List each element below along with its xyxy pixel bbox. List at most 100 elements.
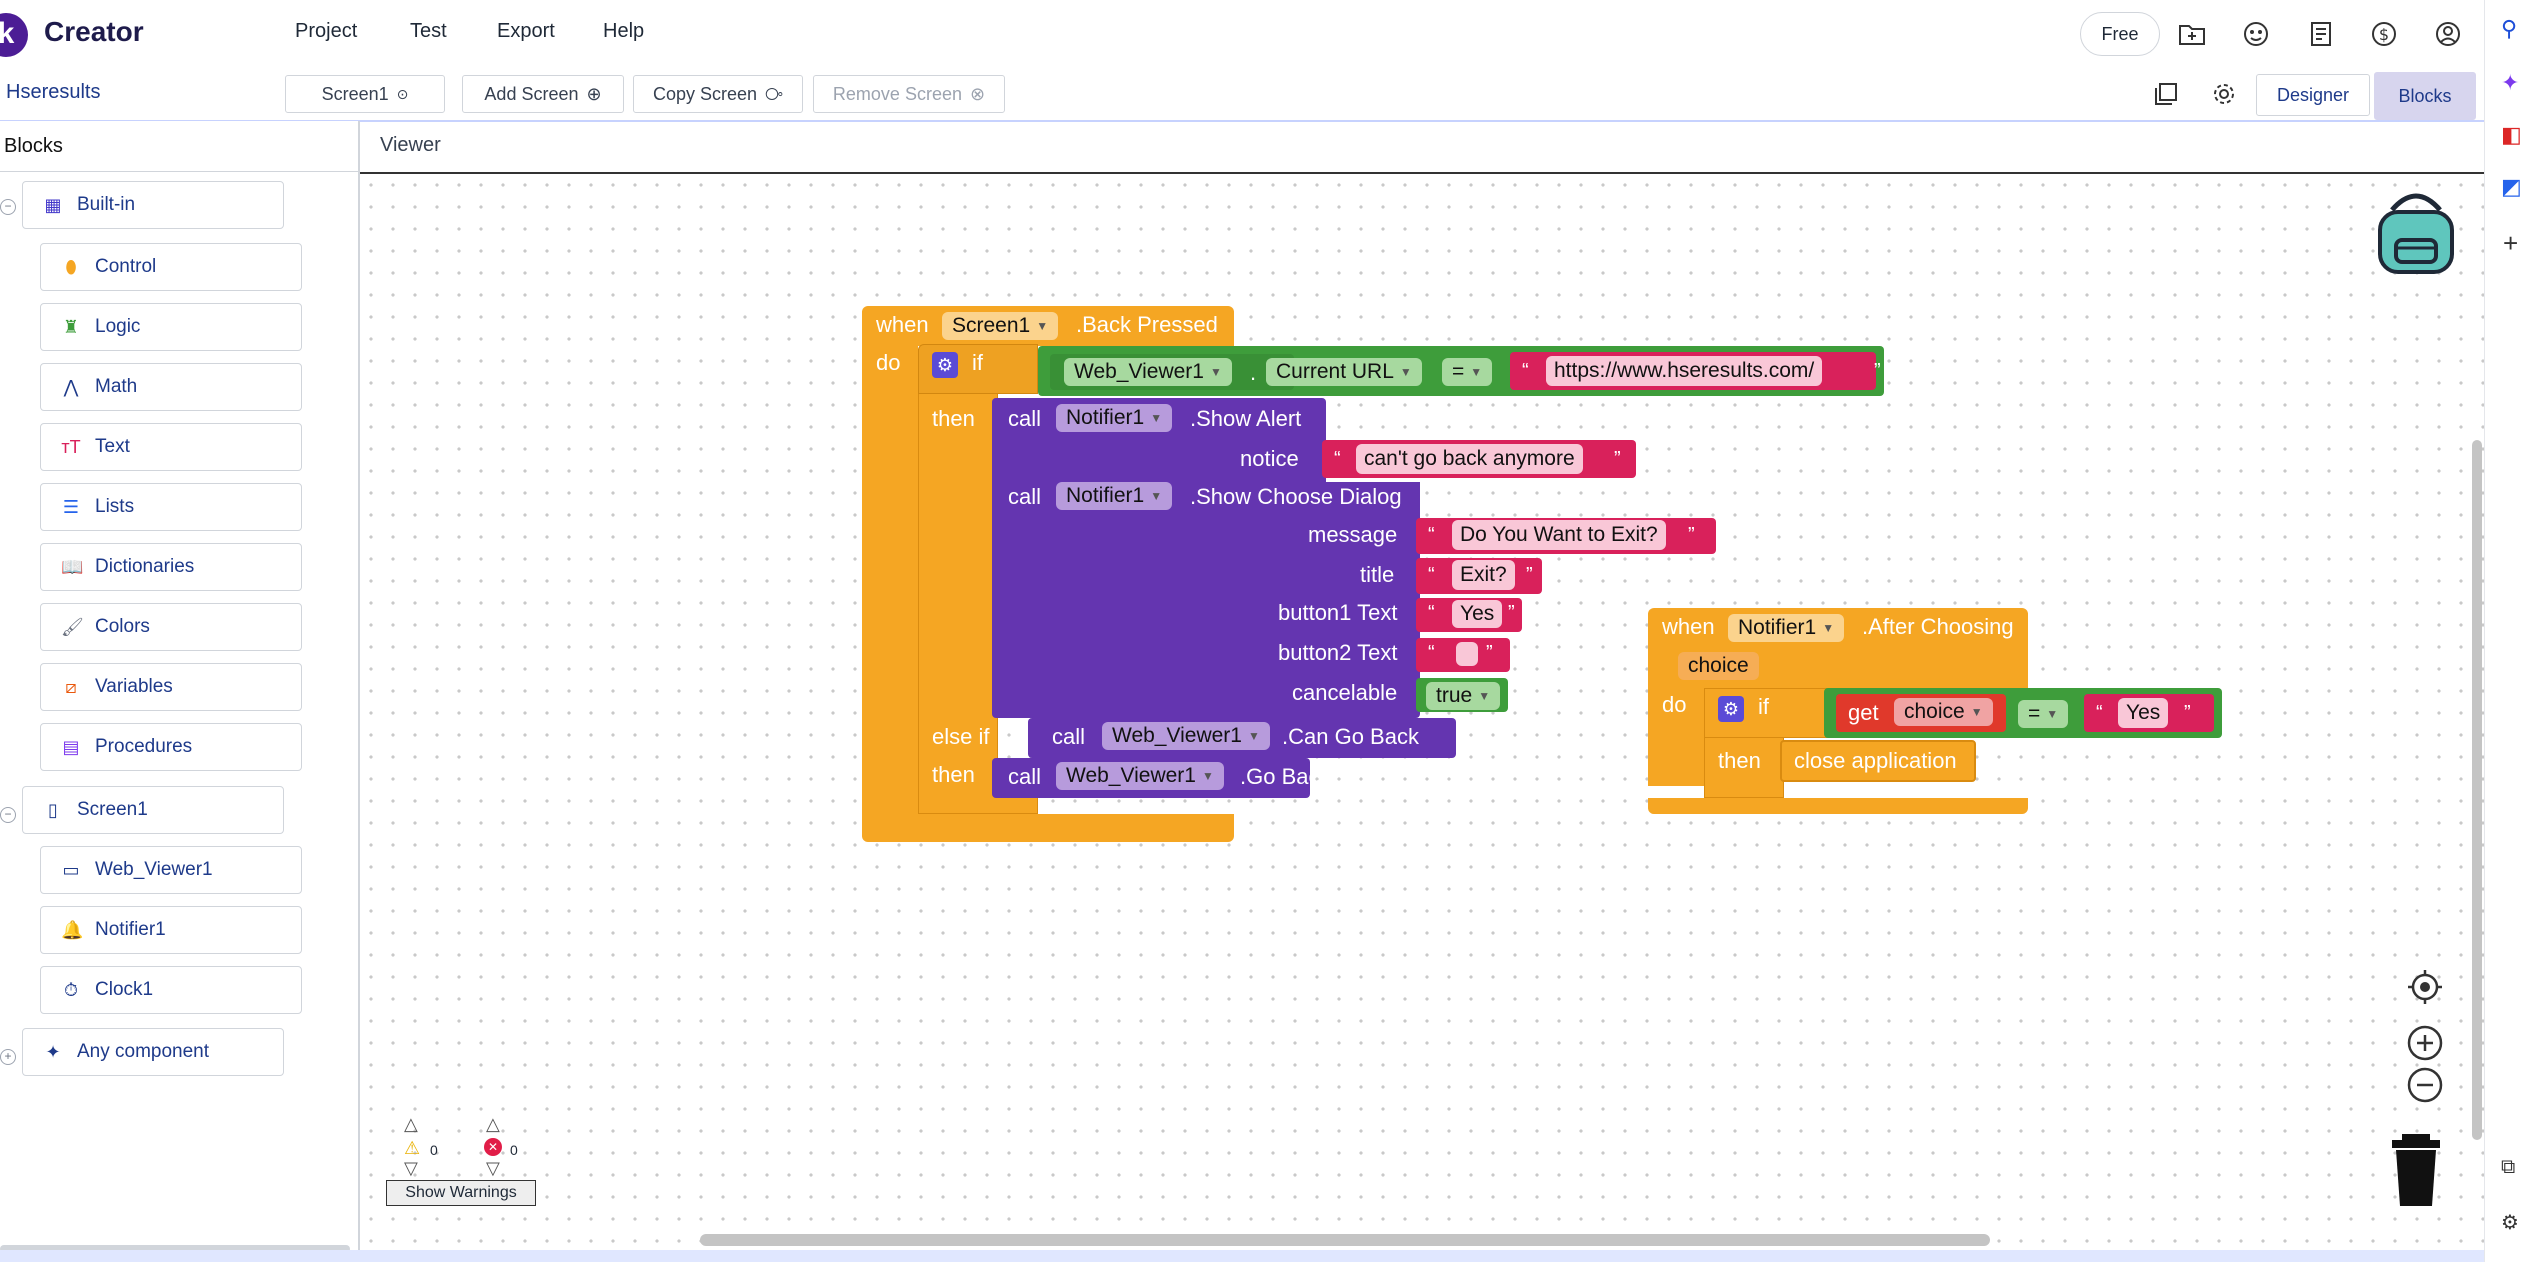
- tree-screen1[interactable]: ▯ Screen1: [22, 786, 284, 834]
- event-back-pressed-block[interactable]: when Screen1▼ .Back Pressed do ⚙ if Web_…: [862, 306, 1892, 842]
- category-variables[interactable]: ⧄ Variables: [40, 663, 302, 711]
- copilot-icon[interactable]: ✦: [2501, 70, 2520, 95]
- remove-screen-button[interactable]: Remove Screen ⊗: [813, 75, 1005, 113]
- gallery-export-icon[interactable]: [2148, 76, 2184, 112]
- message-string[interactable]: Do You Want to Exit?: [1452, 520, 1666, 550]
- title-string[interactable]: Exit?: [1452, 560, 1515, 590]
- choice-param[interactable]: choice: [1678, 652, 1759, 680]
- workspace-horizontal-scrollbar[interactable]: [700, 1234, 1990, 1246]
- menu-export[interactable]: Export: [497, 20, 555, 42]
- category-math[interactable]: ⋀ Math: [40, 363, 302, 411]
- split-view-icon[interactable]: ⧉: [2501, 1156, 2516, 1178]
- recenter-icon[interactable]: [2408, 970, 2442, 1004]
- tree-builtin[interactable]: ▦ Built-in: [22, 181, 284, 229]
- url-string[interactable]: https://www.hseresults.com/: [1546, 356, 1823, 386]
- choice-var-dropdown[interactable]: choice▼: [1894, 698, 1993, 726]
- settings-gear-icon[interactable]: [2206, 76, 2242, 112]
- trash-icon[interactable]: [2388, 1134, 2444, 1206]
- gallery-icon[interactable]: [2238, 16, 2274, 52]
- show-warnings-button[interactable]: Show Warnings: [386, 1180, 536, 1206]
- screen-dropdown[interactable]: Screen1▼: [942, 312, 1059, 340]
- button1-string[interactable]: Yes: [1452, 600, 1503, 628]
- if-label: if: [1758, 694, 1769, 719]
- copy-screen-label: Copy Screen: [652, 83, 758, 104]
- app-title[interactable]: Creator: [44, 16, 144, 47]
- compare-dropdown[interactable]: =▼: [1442, 358, 1493, 386]
- app-logo[interactable]: k: [0, 13, 28, 57]
- menu-project[interactable]: Project: [295, 20, 358, 42]
- category-lists[interactable]: ☰ Lists: [40, 483, 302, 531]
- gear-mutator-icon[interactable]: ⚙: [1718, 696, 1744, 722]
- add-screen-button[interactable]: Add Screen ⊕: [462, 75, 624, 113]
- error-up-icon[interactable]: △: [486, 1114, 500, 1134]
- go-back-label: .Go Back: [1240, 764, 1331, 789]
- blocks-button[interactable]: Blocks: [2374, 72, 2476, 120]
- notice-string[interactable]: can't go back anymore: [1356, 444, 1583, 474]
- compare-dropdown[interactable]: =▼: [2018, 700, 2069, 728]
- dollar-icon[interactable]: $: [2366, 16, 2402, 52]
- add-icon[interactable]: +: [2503, 228, 2519, 258]
- menu-help[interactable]: Help: [603, 20, 645, 42]
- designer-button[interactable]: Designer: [2256, 74, 2370, 116]
- component-notifier1[interactable]: 🔔 Notifier1: [40, 906, 302, 954]
- account-icon[interactable]: [2430, 16, 2466, 52]
- collapse-builtin-icon[interactable]: −: [0, 199, 16, 215]
- category-colors[interactable]: 🖌 Colors: [40, 603, 302, 651]
- notifier-dropdown[interactable]: Notifier1▼: [1056, 482, 1173, 510]
- webviewer-dropdown-label: Web_Viewer1: [1066, 764, 1196, 787]
- close-circle-icon: ⊗: [969, 83, 986, 104]
- tree-any-component-label: Any component: [77, 1041, 210, 1062]
- bell-icon: 🔔: [61, 919, 84, 940]
- compare-label: =: [1452, 360, 1465, 383]
- notifier-dropdown[interactable]: Notifier1▼: [1728, 614, 1845, 642]
- office-icon[interactable]: ◧: [2501, 122, 2522, 147]
- tree-builtin-label: Built-in: [77, 194, 136, 215]
- guide-icon[interactable]: [2302, 16, 2338, 52]
- category-procedures[interactable]: ▤ Procedures: [40, 723, 302, 771]
- settings-icon[interactable]: ⚙: [2501, 1212, 2519, 1234]
- yes-string[interactable]: Yes: [2118, 698, 2169, 728]
- tree-any-component[interactable]: ✦ Any component: [22, 1028, 284, 1076]
- collapse-any-icon[interactable]: +: [0, 1049, 16, 1065]
- close-quote: ”: [1526, 564, 1533, 586]
- warn-up-icon[interactable]: △: [404, 1114, 418, 1134]
- category-logic[interactable]: ♜ Logic: [40, 303, 302, 351]
- outlook-icon[interactable]: ◩: [2501, 174, 2522, 199]
- top-navbar: k Creator Project Test Export Help Free …: [0, 0, 2484, 69]
- menu-test[interactable]: Test: [410, 20, 447, 42]
- webviewer-dropdown[interactable]: Web_Viewer1▼: [1064, 358, 1232, 386]
- workspace-vertical-scrollbar[interactable]: [2472, 440, 2482, 1140]
- folder-icon[interactable]: [2174, 16, 2210, 52]
- notifier-dropdown[interactable]: Notifier1▼: [1056, 404, 1173, 432]
- zoom-in-icon[interactable]: [2406, 1024, 2444, 1062]
- panel-scrollbar[interactable]: [0, 1245, 350, 1253]
- after-choosing-label: .After Choosing: [1862, 614, 2014, 639]
- collapse-screen-icon[interactable]: −: [0, 807, 16, 823]
- math-icon: ⋀: [63, 376, 79, 397]
- zoom-out-icon[interactable]: [2406, 1066, 2444, 1104]
- call-label: call: [1008, 484, 1042, 509]
- search-icon[interactable]: ⚲: [2501, 16, 2518, 41]
- category-control[interactable]: ⬮ Control: [40, 243, 302, 291]
- webviewer-dropdown[interactable]: Web_Viewer1▼: [1056, 762, 1224, 790]
- component-clock1[interactable]: ⏱ Clock1: [40, 966, 302, 1014]
- category-dictionaries[interactable]: 📖 Dictionaries: [40, 543, 302, 591]
- error-down-icon[interactable]: ▽: [486, 1158, 500, 1178]
- button2-empty-string[interactable]: [1456, 642, 1478, 666]
- current-url-dropdown[interactable]: Current URL▼: [1266, 358, 1422, 386]
- close-quote: ”: [2184, 702, 2191, 724]
- copy-screen-button[interactable]: Copy Screen ⧂: [633, 75, 803, 113]
- gear-mutator-icon[interactable]: ⚙: [932, 352, 958, 378]
- component-web-viewer1[interactable]: ▭ Web_Viewer1: [40, 846, 302, 894]
- category-dictionaries-label: Dictionaries: [95, 556, 195, 577]
- logic-icon: ♜: [62, 316, 80, 337]
- event-after-choosing-block[interactable]: when Notifier1▼ .After Choosing choice d…: [1648, 608, 2228, 818]
- cancelable-bool-dropdown[interactable]: true▼: [1426, 682, 1501, 710]
- screen-select[interactable]: Screen1 ⊙: [285, 75, 445, 113]
- category-text[interactable]: ᴛT Text: [40, 423, 302, 471]
- dot-label: .: [1250, 360, 1257, 385]
- plan-badge[interactable]: Free: [2080, 12, 2160, 56]
- backpack-icon[interactable]: [2374, 188, 2458, 278]
- warn-down-icon[interactable]: ▽: [404, 1158, 418, 1178]
- webviewer-dropdown[interactable]: Web_Viewer1▼: [1102, 722, 1270, 750]
